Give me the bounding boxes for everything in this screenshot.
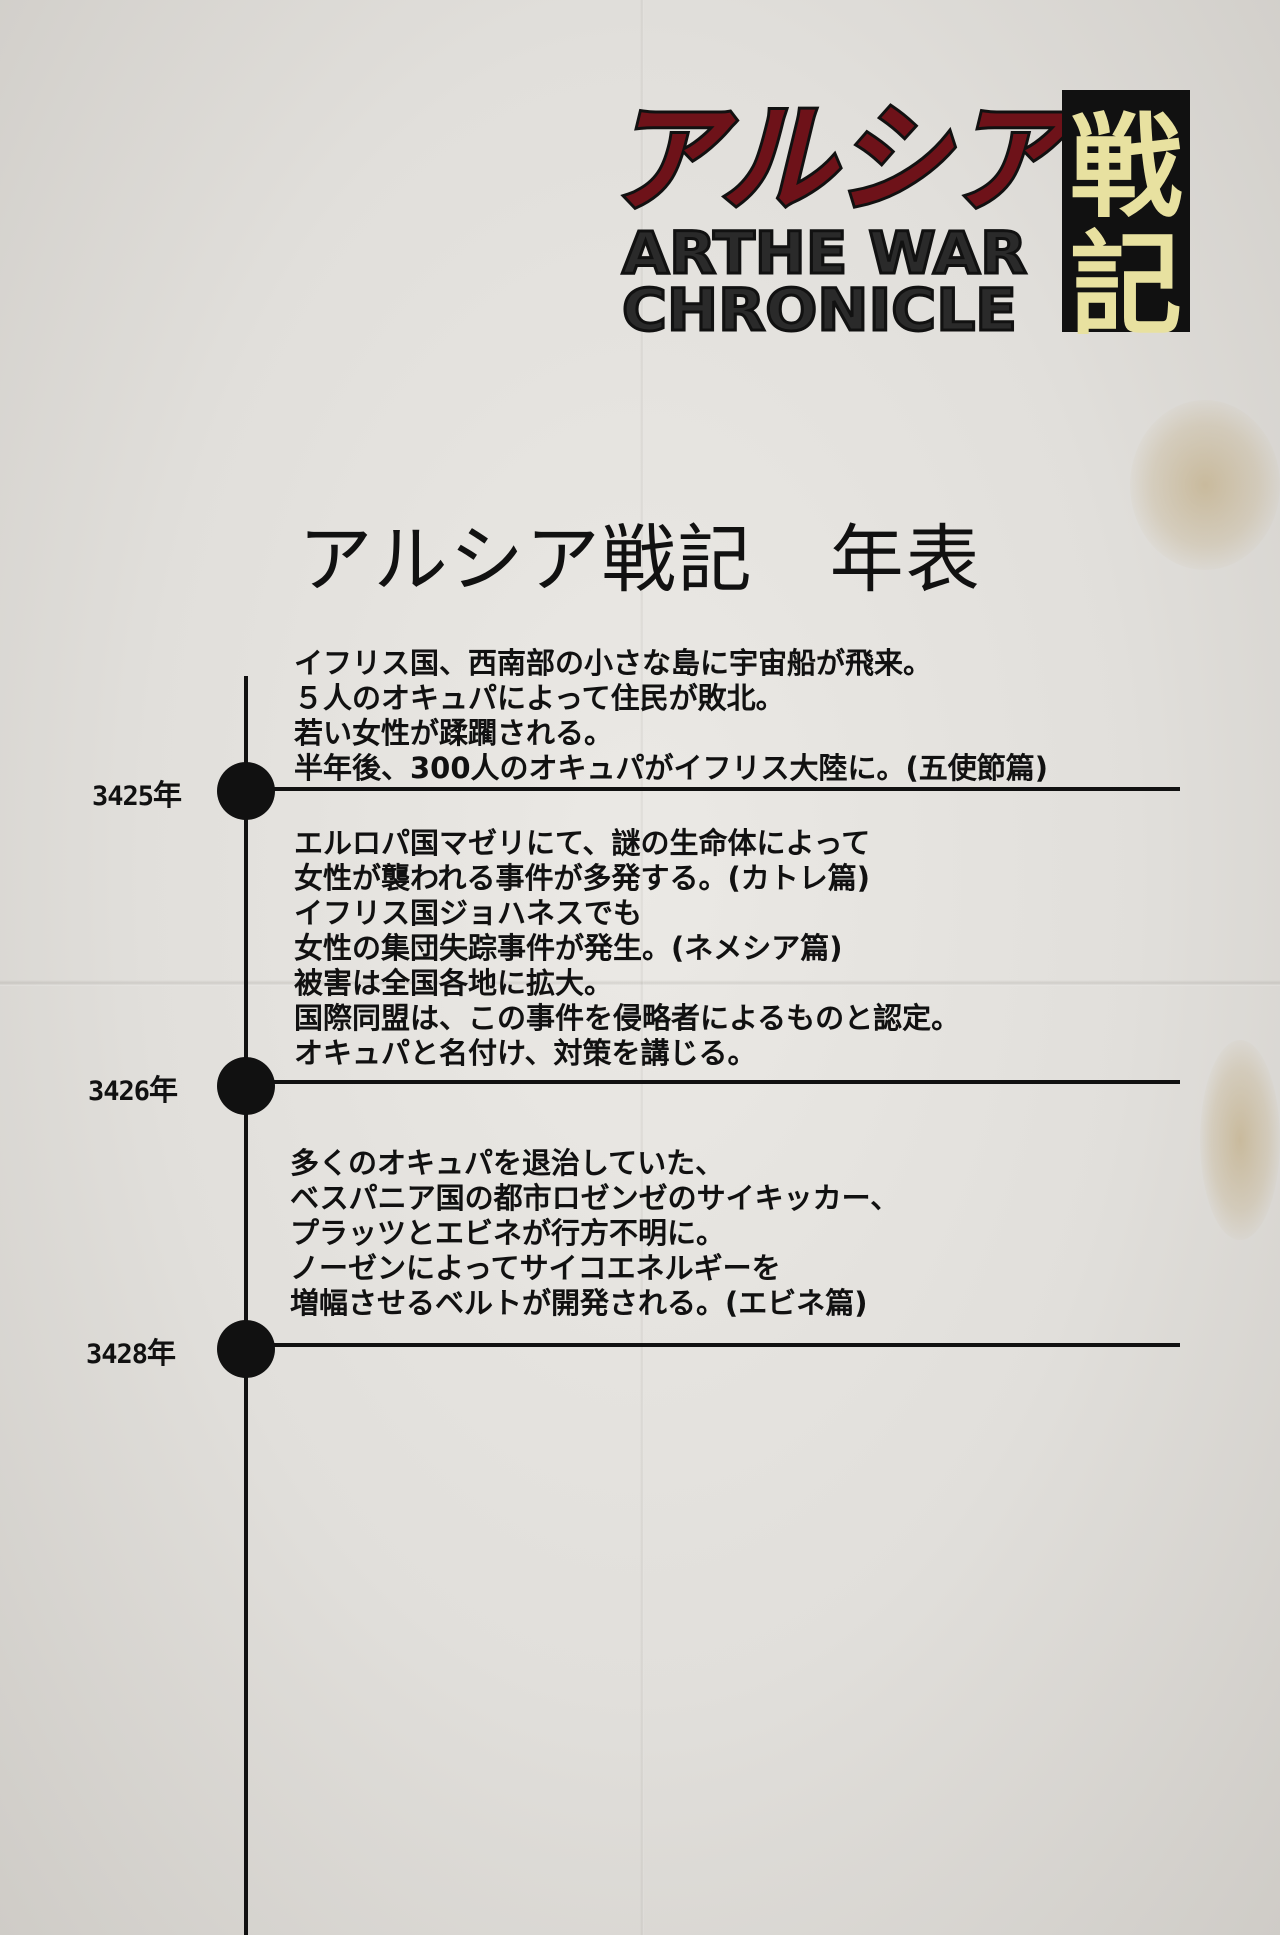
entry-line: 女性の集団失踪事件が発生。(ネメシア篇) (294, 931, 843, 965)
year-suffix: 年 (153, 778, 183, 812)
paper-stain (1130, 400, 1280, 570)
logo-kanji-1: 戦 (1070, 103, 1182, 233)
year-label-3426: 3426年 (88, 1067, 178, 1109)
year-number: 3425 (92, 781, 154, 812)
paper-fold-horizontal (0, 980, 1280, 986)
year-marker-3426 (217, 1057, 275, 1115)
year-suffix: 年 (149, 1073, 179, 1107)
logo-kanji-2: 記 (1070, 221, 1182, 338)
year-label-3428: 3428年 (86, 1330, 176, 1372)
logo-english-line-1: ARTHE WAR (622, 219, 1027, 287)
logo-katakana: アルシア (608, 90, 1077, 228)
entry-line: オキュパと名付け、対策を講じる。 (294, 1036, 757, 1070)
logo: アルシア ARTHE WAR CHRONICLE 戦 記 (600, 88, 1200, 338)
year-line-3425 (274, 787, 1180, 791)
timeline-entry-3426: エルロパ国マゼリにて、謎の生命体によって 女性が襲われる事件が多発する。(カトレ… (294, 826, 960, 1071)
entry-line: エルロパ国マゼリにて、謎の生命体によって (294, 826, 871, 860)
entry-line: 多くのオキュパを退治していた、 (290, 1146, 725, 1180)
paper-fold-vertical (640, 0, 644, 1935)
logo-english-line-2: CHRONICLE (622, 276, 1017, 338)
entry-line: ５人のオキュパによって住民が敗北。 (294, 681, 785, 715)
timeline-entry-3428: 多くのオキュパを退治していた、 ベスパニア国の都市ロゼンゼのサイキッカー、 プラ… (290, 1146, 899, 1321)
entry-line: 女性が襲われる事件が多発する。(カトレ篇) (294, 861, 871, 895)
page-title: アルシア戦記 年表 (298, 517, 982, 603)
year-label-3425: 3425年 (92, 772, 182, 814)
timeline-entry-3425: イフリス国、西南部の小さな島に宇宙船が飛来。 ５人のオキュパによって住民が敗北。… (294, 646, 1048, 786)
year-marker-3425 (217, 762, 275, 820)
year-line-3426 (274, 1080, 1180, 1084)
year-marker-3428 (217, 1320, 275, 1378)
entry-line: イフリス国、西南部の小さな島に宇宙船が飛来。 (294, 646, 933, 680)
year-suffix: 年 (147, 1336, 177, 1370)
year-number: 3426 (88, 1076, 150, 1107)
year-number: 3428 (86, 1339, 148, 1370)
entry-line: 被害は全国各地に拡大。 (294, 966, 614, 1000)
entry-line: プラッツとエビネが行方不明に。 (290, 1216, 726, 1250)
entry-line: 若い女性が蹂躙される。 (294, 716, 614, 750)
entry-line: ベスパニア国の都市ロゼンゼのサイキッカー、 (290, 1181, 900, 1215)
entry-line: 半年後、300人のオキュパがイフリス大陸に。(五使節篇) (294, 751, 1049, 785)
timeline-axis (244, 676, 248, 1935)
entry-line: イフリス国ジョハネスでも (294, 896, 643, 930)
paper-stain (1200, 1040, 1280, 1240)
entry-line: 増幅させるベルトが開発される。(エビネ篇) (290, 1286, 868, 1320)
entry-line: 国際同盟は、この事件を侵略者によるものと認定。 (294, 1001, 961, 1035)
year-line-3428 (274, 1343, 1180, 1347)
entry-line: ノーゼンによってサイコエネルギーを (290, 1251, 781, 1285)
